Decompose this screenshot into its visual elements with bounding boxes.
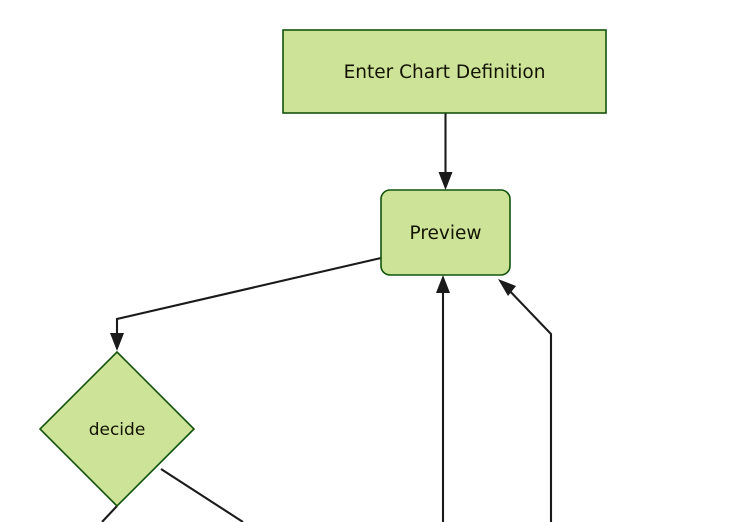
edge-decide-branch-left[interactable] xyxy=(101,505,118,522)
edge-line xyxy=(505,286,553,522)
edge-layer xyxy=(101,113,553,522)
node-rectangle-shape xyxy=(282,29,607,114)
node-label-preview: Preview xyxy=(409,223,481,244)
edge-line xyxy=(160,468,244,522)
node-layer: Enter Chart Definition Preview decide xyxy=(38,29,607,508)
node-preview[interactable]: Preview xyxy=(380,189,511,276)
edge-preview-to-decide[interactable] xyxy=(110,256,382,351)
node-label-decide: decide xyxy=(89,420,146,440)
node-label-enter-chart-definition: Enter Chart Definition xyxy=(344,62,546,83)
node-rounded-rectangle-shape xyxy=(380,189,511,276)
node-decide[interactable]: decide xyxy=(38,350,196,508)
arrow-head-icon xyxy=(436,275,450,293)
edge-decide-branch-right[interactable] xyxy=(160,468,244,522)
edge-line xyxy=(101,505,118,522)
edge-enter-to-preview[interactable] xyxy=(438,113,453,190)
arrow-head-icon xyxy=(110,333,124,351)
edge-return-center-to-preview[interactable] xyxy=(436,275,450,522)
edge-line xyxy=(115,256,382,341)
node-diamond-shape xyxy=(38,350,196,508)
edge-return-right-to-preview[interactable] xyxy=(498,279,553,522)
node-enter-chart-definition[interactable]: Enter Chart Definition xyxy=(282,29,607,114)
arrow-head-icon xyxy=(438,172,453,190)
arrow-head-icon xyxy=(498,279,516,296)
